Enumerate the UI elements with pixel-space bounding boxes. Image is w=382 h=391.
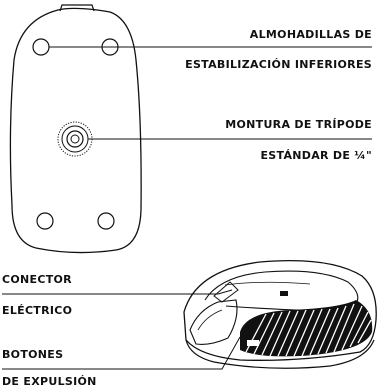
stabilization-pad-bottom-left <box>36 212 54 230</box>
tripod-mount <box>57 121 93 157</box>
label-eject-line1: BOTONES <box>2 348 64 361</box>
leader-connector-tick <box>217 289 233 295</box>
label-pads-line1: ALMOHADILLAS DE <box>249 28 372 41</box>
leader-eject <box>2 336 241 370</box>
label-pads-line2: ESTABILIZACIÓN INFERIORES <box>185 58 372 71</box>
label-connector-line2: ELÉCTRICO <box>2 304 73 317</box>
label-mount-line2: ESTÁNDAR DE ¼" <box>260 149 372 162</box>
label-mount-line1: MONTURA DE TRÍPODE <box>225 118 372 131</box>
device-bottom-outline <box>9 7 142 254</box>
stabilization-pad-top-left <box>32 38 50 56</box>
device-side-view <box>183 260 377 369</box>
stabilization-pad-bottom-right <box>97 212 115 230</box>
top-notch <box>59 4 95 12</box>
label-connector-line1: CONECTOR <box>2 273 72 286</box>
label-eject-line2: DE EXPULSIÓN <box>2 375 97 388</box>
